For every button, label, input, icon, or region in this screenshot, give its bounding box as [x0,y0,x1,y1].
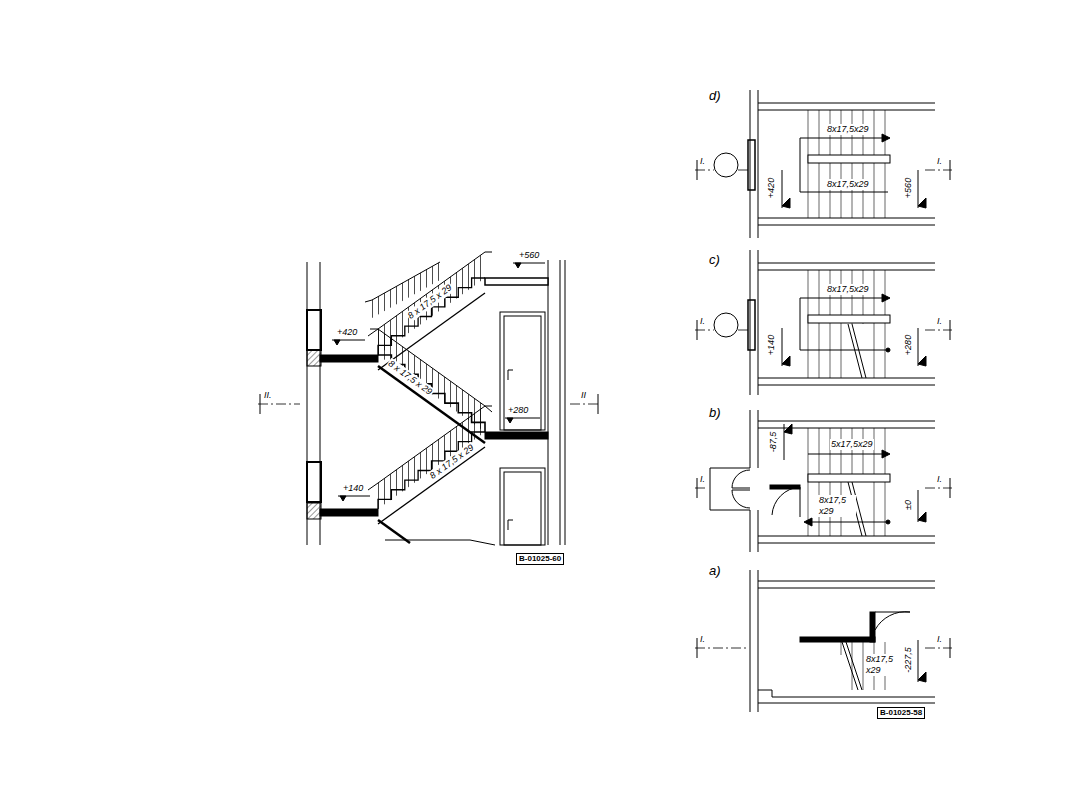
section-axis: II. [263,390,273,401]
section-axis: I. [699,634,706,645]
level-mark: -87,5 [768,431,779,454]
section-axis: I. [699,156,706,167]
level-mark: +140 [766,334,777,356]
flight-dimension: 8 x 17,5 x 29 [385,358,435,398]
level-mark: +420 [336,327,358,338]
level-mark: +140 [342,483,364,494]
flight-dimension: 8x17,5 x29 [818,495,856,517]
flight-dimension: 8 x 17,5 x 29 [405,282,455,322]
flight-dimension: 8 x 17,5 x 29 [427,442,477,482]
flight-dimension: 8x17,5x29 [826,179,870,190]
section-axis: I. [936,316,943,327]
flight-dimension: 8x17,5 x29 [865,654,903,676]
section-axis: II [580,390,587,401]
section-axis: I. [699,316,706,327]
level-mark: +560 [518,250,540,261]
flight-dimension: 5x17,5x29 [830,439,874,450]
drawing-number: B-01025-60 [516,553,564,565]
plan-letter: c) [708,252,721,267]
level-mark: ±0 [903,499,914,511]
level-mark: +560 [903,177,914,199]
level-mark: +280 [903,334,914,356]
level-mark: +280 [507,405,529,416]
level-mark: -227,5 [903,646,914,674]
level-mark: +420 [766,177,777,199]
flight-dimension: 8x17,5x29 [826,284,870,295]
section-axis: I. [936,156,943,167]
section-axis: I. [936,474,943,485]
section-axis: I. [699,474,706,485]
drawing-number: B-01025-58 [877,707,925,719]
plan-letter: d) [708,88,722,103]
flight-dimension: 8x17,5x29 [826,124,870,135]
plan-letter: a) [708,563,722,578]
plan-letter: b) [708,405,722,420]
section-axis: I. [936,634,943,645]
